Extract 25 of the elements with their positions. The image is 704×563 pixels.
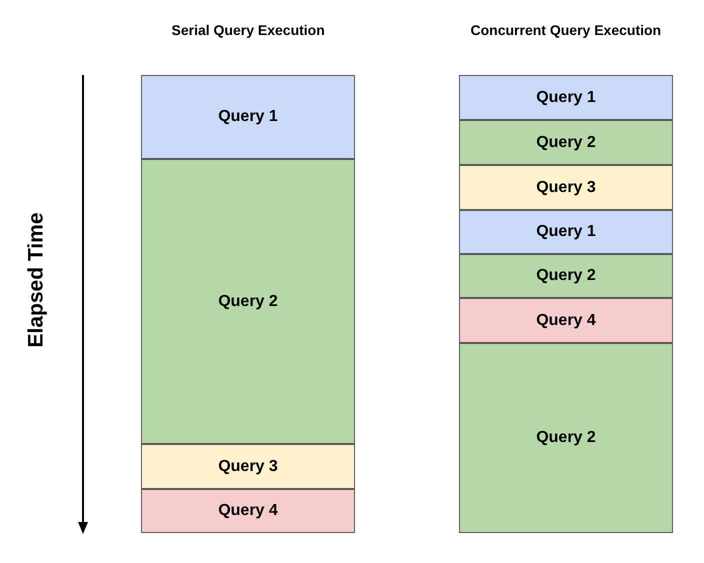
column-heading: Serial Query Execution — [172, 22, 325, 38]
query-block — [459, 298, 673, 343]
query-block — [459, 343, 673, 533]
query-block — [459, 165, 673, 210]
query-label: Query 3 — [536, 178, 596, 196]
query-label: Query 2 — [536, 134, 596, 152]
query-label: Query 1 — [536, 88, 596, 106]
query-label: Query 2 — [536, 267, 596, 285]
query-label: Query 1 — [218, 108, 278, 126]
query-block — [141, 75, 355, 159]
query-block — [459, 254, 673, 298]
query-block — [459, 210, 673, 254]
query-label: Query 1 — [536, 223, 596, 241]
query-block — [141, 489, 355, 533]
column-heading: Concurrent Query Execution — [470, 22, 662, 38]
query-block — [141, 159, 355, 444]
axis-title: Elapsed Time — [24, 212, 48, 348]
query-block — [459, 75, 673, 120]
query-label: Query 3 — [218, 458, 278, 476]
query-label: Query 2 — [536, 429, 596, 447]
query-label: Query 4 — [536, 312, 596, 330]
query-block — [459, 120, 673, 165]
query-label: Query 2 — [218, 292, 278, 310]
query-block — [141, 444, 355, 489]
query-label: Query 4 — [218, 502, 278, 520]
